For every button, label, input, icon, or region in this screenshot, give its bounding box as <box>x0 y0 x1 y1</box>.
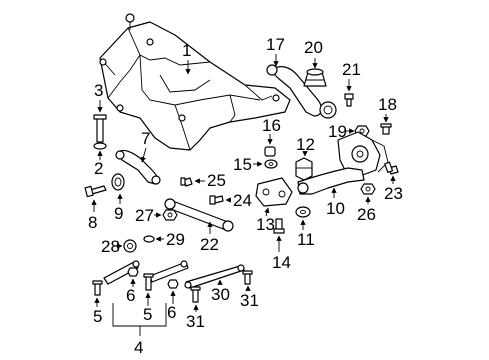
knuckle <box>337 131 389 177</box>
callout-24: 24 <box>233 191 252 210</box>
callout-31-left: 31 <box>186 312 205 331</box>
callout-11: 11 <box>297 230 315 249</box>
bolt-21 <box>344 93 354 107</box>
washer-11 <box>295 206 311 218</box>
bushing-16 <box>264 146 276 157</box>
callout-6-left: 6 <box>126 286 135 305</box>
callout-30: 30 <box>211 285 230 304</box>
callout-20: 20 <box>304 38 323 57</box>
bolt-23 <box>384 161 399 175</box>
nut-6-right <box>167 279 179 289</box>
bump-stop <box>303 68 327 87</box>
callout-1: 1 <box>182 41 191 60</box>
bracket-plate <box>255 177 293 207</box>
bolt-24 <box>209 195 224 205</box>
lateral-link-7 <box>115 149 161 185</box>
callout-25: 25 <box>207 171 226 190</box>
washer-2 <box>93 142 107 150</box>
callout-15: 15 <box>233 155 252 174</box>
crossmember <box>99 13 291 151</box>
callout-27: 27 <box>135 206 154 225</box>
callout-26: 26 <box>357 205 376 224</box>
lower-link-22 <box>164 198 234 232</box>
stabilizer-link-right <box>149 260 189 283</box>
bolt-31-left <box>190 286 201 303</box>
callout-10: 10 <box>326 199 345 218</box>
callout-8: 8 <box>88 213 97 232</box>
bracket-4 <box>112 303 167 327</box>
callout-5-left: 5 <box>93 307 102 326</box>
upper-control-arm <box>266 64 337 119</box>
callout-5-mid: 5 <box>143 305 152 324</box>
bushing-12 <box>295 157 313 181</box>
callout-14: 14 <box>272 253 291 272</box>
washer-29 <box>143 235 155 243</box>
callout-19: 19 <box>328 122 347 141</box>
bolt-25 <box>180 177 193 187</box>
washer-15 <box>264 159 278 169</box>
callout-31-right: 31 <box>240 291 259 310</box>
callout-4: 4 <box>134 338 143 357</box>
callout-12: 12 <box>296 135 315 154</box>
bolt-18 <box>380 123 392 135</box>
trailing-arm-10 <box>297 167 365 195</box>
stabilizer-link-left <box>103 260 140 285</box>
callout-29: 29 <box>166 230 185 249</box>
callout-28: 28 <box>101 237 120 256</box>
nut-26 <box>360 183 376 195</box>
bolt-31-right <box>242 270 253 285</box>
bolt-5-mid <box>143 273 154 291</box>
callout-23: 23 <box>384 184 403 203</box>
callout-3: 3 <box>94 81 103 100</box>
nut-6-left <box>127 267 139 277</box>
bolt-8 <box>84 185 107 198</box>
callout-2: 2 <box>94 159 103 178</box>
callout-9: 9 <box>114 204 123 223</box>
callout-13: 13 <box>256 215 275 234</box>
bushing-9 <box>111 173 125 191</box>
bolt-14 <box>273 218 285 234</box>
stabilizer-link-30 <box>184 264 245 289</box>
bushing-28 <box>123 239 137 253</box>
callout-7: 7 <box>141 129 150 148</box>
callout-22: 22 <box>200 235 219 254</box>
nut-27 <box>162 209 178 221</box>
callout-6-right: 6 <box>167 303 176 322</box>
callout-18: 18 <box>378 95 397 114</box>
bolt-5-left <box>92 280 103 296</box>
callout-16: 16 <box>262 116 281 135</box>
callout-17: 17 <box>266 35 285 54</box>
bolt-3 <box>93 114 107 143</box>
callout-21: 21 <box>342 60 361 79</box>
